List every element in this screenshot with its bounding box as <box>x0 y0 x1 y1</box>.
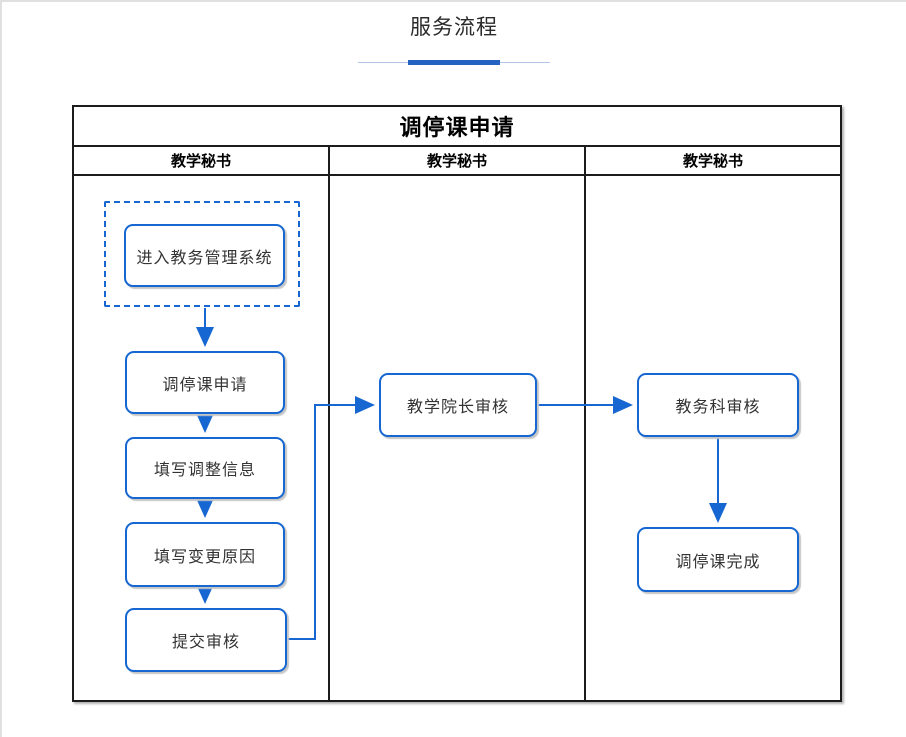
node-fill-adjust-info: 填写调整信息 <box>125 437 285 499</box>
node-submit-review: 提交审核 <box>125 608 287 672</box>
lane-header-row: 教学秘书 教学秘书 教学秘书 <box>74 147 840 176</box>
node-complete: 调停课完成 <box>637 527 799 592</box>
page-title: 服务流程 <box>410 16 498 39</box>
node-dean-review: 教学院长审核 <box>379 373 537 437</box>
node-apply: 调停课申请 <box>125 351 285 414</box>
start-group-dashed-box <box>104 201 300 307</box>
title-underline-accent <box>408 60 500 65</box>
lane-column-3 <box>584 176 840 700</box>
lane-header-1: 教学秘书 <box>170 153 231 170</box>
lane-header-2: 教学秘书 <box>328 147 584 174</box>
lane-column-2 <box>328 176 584 700</box>
node-fill-change-reason: 填写变更原因 <box>125 522 285 587</box>
lane-header-3: 教学秘书 <box>584 147 840 174</box>
page-heading: 服务流程 <box>2 14 906 42</box>
flowchart-title: 调停课申请 <box>74 107 840 147</box>
node-academic-office-review: 教务科审核 <box>637 373 799 437</box>
title-underline <box>358 60 550 66</box>
node-enter-system: 进入教务管理系统 <box>124 224 285 287</box>
